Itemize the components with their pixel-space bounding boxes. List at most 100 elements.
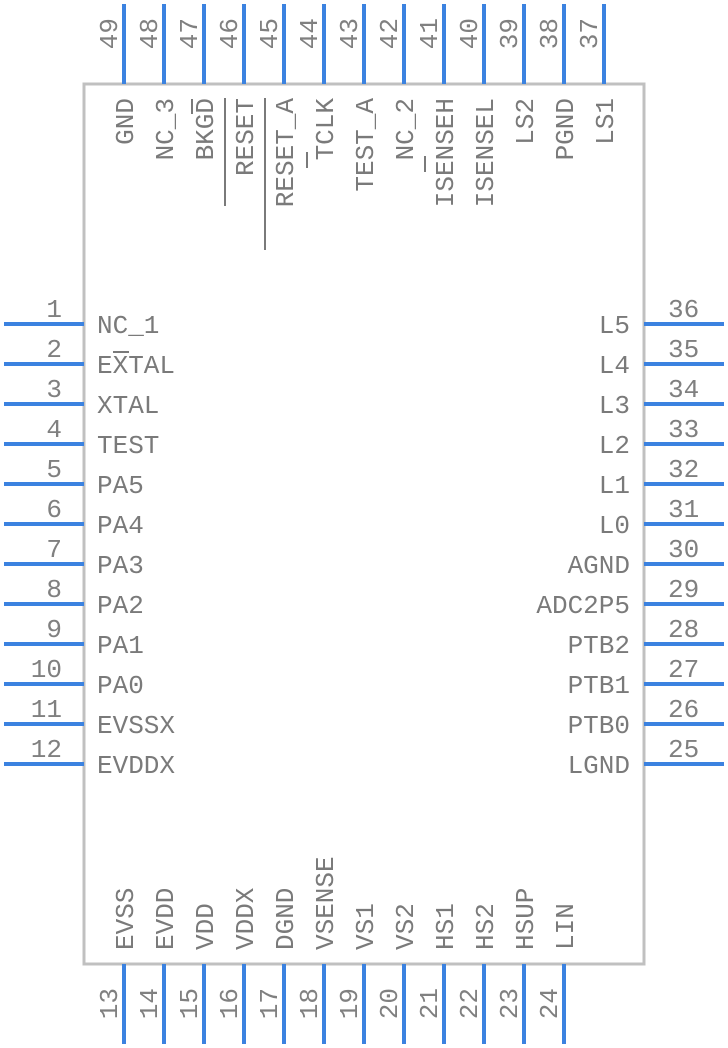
pin-number-37: 37 (575, 18, 605, 49)
pin-number-30: 30 (668, 535, 699, 565)
pin-name-22: HS2 (471, 903, 501, 950)
pin-number-43: 43 (335, 18, 365, 49)
pin-number-3: 3 (46, 375, 62, 405)
pin-name-27: PTB1 (568, 671, 630, 701)
pin-number-18: 18 (295, 988, 325, 1019)
pin-number-6: 6 (46, 495, 62, 525)
pin-name-49: GND (111, 98, 141, 145)
pin-number-10: 10 (31, 655, 62, 685)
pin-name-7: PA3 (97, 551, 144, 581)
pin-number-40: 40 (455, 18, 485, 49)
pin-number-21: 21 (415, 988, 445, 1019)
pin-name-36: L5 (599, 311, 630, 341)
pin-number-11: 11 (31, 695, 62, 725)
pin-number-19: 19 (335, 988, 365, 1019)
pin-number-25: 25 (668, 735, 699, 765)
pin-name-28: PTB2 (568, 631, 630, 661)
pin-name-43: TEST_A (351, 98, 381, 192)
pin-name-8: PA2 (97, 591, 144, 621)
pin-name-6: PA4 (97, 511, 144, 541)
pin-name-31: L0 (599, 511, 630, 541)
pin-number-2: 2 (46, 335, 62, 365)
pin-number-29: 29 (668, 575, 699, 605)
pin-number-35: 35 (668, 335, 699, 365)
pin-name-24: LIN (551, 903, 581, 950)
pin-name-26: PTB0 (568, 711, 630, 741)
pin-name-44: TCLK (311, 98, 341, 161)
pin-name-33: L2 (599, 431, 630, 461)
pin-name-1: NC_1 (97, 311, 159, 341)
pin-number-24: 24 (535, 988, 565, 1019)
pin-name-39: LS2 (511, 98, 541, 145)
pin-number-42: 42 (375, 18, 405, 49)
pin-name-20: VS2 (391, 903, 421, 950)
pin-name-48: NC_3 (151, 98, 181, 160)
pin-number-26: 26 (668, 695, 699, 725)
pin-name-3: XTAL (97, 391, 159, 421)
pin-number-13: 13 (95, 988, 125, 1019)
pin-name-38: PGND (551, 98, 581, 160)
pin-name-10: PA0 (97, 671, 144, 701)
pin-number-39: 39 (495, 18, 525, 49)
pin-name-37: LS1 (591, 98, 621, 145)
pin-number-16: 16 (215, 988, 245, 1019)
pin-number-32: 32 (668, 455, 699, 485)
pin-name-30: AGND (568, 551, 630, 581)
pin-number-28: 28 (668, 615, 699, 645)
pin-number-5: 5 (46, 455, 62, 485)
pin-number-20: 20 (375, 988, 405, 1019)
pin-name-4: TEST (97, 431, 159, 461)
pin-number-9: 9 (46, 615, 62, 645)
pin-name-2: EXTAL (97, 351, 175, 381)
pin-number-12: 12 (31, 735, 62, 765)
pin-number-22: 22 (455, 988, 485, 1019)
pin-name-40: ISENSEL (471, 98, 501, 207)
pin-number-47: 47 (175, 18, 205, 49)
pin-number-33: 33 (668, 415, 699, 445)
pin-name-47: BKGD (191, 98, 221, 160)
pin-number-8: 8 (46, 575, 62, 605)
pin-number-44: 44 (295, 18, 325, 49)
pin-number-36: 36 (668, 295, 699, 325)
pin-name-34: L3 (599, 391, 630, 421)
pin-name-19: VS1 (351, 903, 381, 950)
pin-name-14: EVDD (151, 888, 181, 950)
pin-number-17: 17 (255, 988, 285, 1019)
component-body (82, 82, 646, 966)
pin-name-42: NC_2 (391, 98, 421, 160)
pin-number-15: 15 (175, 988, 205, 1019)
pin-number-4: 4 (46, 415, 62, 445)
pin-name-23: HSUP (511, 888, 541, 950)
pin-number-49: 49 (95, 18, 125, 49)
pin-number-7: 7 (46, 535, 62, 565)
pin-name-16: VDDX (231, 887, 261, 950)
pin-number-48: 48 (135, 18, 165, 49)
pin-name-9: PA1 (97, 631, 144, 661)
pin-name-12: EVDDX (97, 751, 175, 781)
pin-name-18: VSENSE (311, 856, 341, 950)
pin-number-14: 14 (135, 988, 165, 1019)
pin-number-46: 46 (215, 18, 245, 49)
pin-name-13: EVSS (111, 888, 141, 950)
pin-number-45: 45 (255, 18, 285, 49)
pin-number-31: 31 (668, 495, 699, 525)
pin-name-17: DGND (271, 888, 301, 950)
pin-name-29: ADC2P5 (536, 591, 630, 621)
pin-name-21: HS1 (431, 903, 461, 950)
pin-name-45: RESET_A (271, 98, 301, 208)
pin-number-1: 1 (46, 295, 62, 325)
pin-name-46: RESET (231, 98, 261, 176)
pin-name-15: VDD (191, 903, 221, 950)
pin-number-27: 27 (668, 655, 699, 685)
pin-name-11: EVSSX (97, 711, 175, 741)
pin-number-34: 34 (668, 375, 699, 405)
pin-name-35: L4 (599, 351, 630, 381)
pin-number-41: 41 (415, 18, 445, 49)
pin-name-41: ISENSEH (431, 98, 461, 207)
pin-name-25: LGND (568, 751, 630, 781)
pin-number-38: 38 (535, 18, 565, 49)
pin-name-5: PA5 (97, 471, 144, 501)
pin-number-23: 23 (495, 988, 525, 1019)
